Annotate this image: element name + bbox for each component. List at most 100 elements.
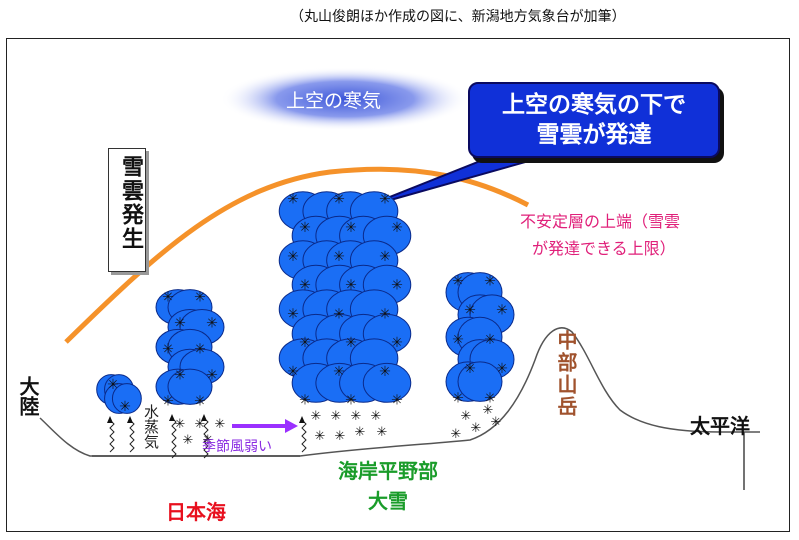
cloud-right: ✳✳✳✳✳✳✳✳✳✳ [445, 272, 515, 406]
snowflake-mark: ✳ [379, 249, 391, 265]
snowflake-mark: ✳ [175, 417, 186, 432]
cloud-large: ✳✳✳✳✳✳✳✳✳✳✳✳✳✳✳✳✳✳✳✳✳✳✳✳ [278, 191, 412, 409]
coastal-heavy-snow-label: 海岸平野部 大雪 [338, 456, 438, 516]
snowflake-mark: ✳ [355, 425, 366, 440]
coastal-plain-label: 海岸平野部 [338, 459, 438, 483]
vapor-arrowhead [169, 414, 175, 421]
snowflake-mark: ✳ [345, 335, 357, 351]
snow-generation-label: 雪雲発生 [118, 155, 143, 251]
snowflake-mark: ✳ [162, 290, 174, 306]
snowflake-mark: ✳ [299, 278, 311, 294]
vapor-arrowhead [201, 414, 207, 421]
snowflake-mark: ✳ [287, 364, 299, 380]
upper-cold-label: 上空の寒気 [286, 90, 382, 112]
snowflake-mark: ✳ [484, 332, 496, 348]
callout-box: 上空の寒気の下で 雪雲が発達 [468, 82, 720, 158]
snowflake-mark: ✳ [377, 425, 388, 440]
snowflake-mark: ✳ [194, 290, 206, 306]
snowflake-mark: ✳ [299, 335, 311, 351]
snowflake-mark: ✳ [333, 191, 345, 207]
snowflake-mark: ✳ [391, 393, 403, 409]
snowflake-mark: ✳ [345, 393, 357, 409]
snowflake-mark: ✳ [333, 364, 345, 380]
snowflake-mark: ✳ [311, 409, 322, 424]
vapor-squiggle [109, 419, 115, 453]
snowflake-mark: ✳ [335, 429, 346, 444]
vapor-squiggle [129, 419, 135, 453]
callout-line2: 雪雲が発達 [536, 122, 652, 148]
snowflake-mark: ✳ [287, 249, 299, 265]
vapor-arrowhead [299, 416, 305, 423]
monsoon-weak-label: 季節風弱い [202, 439, 272, 455]
snowflake-mark: ✳ [461, 409, 472, 424]
snowflake-mark: ✳ [464, 303, 476, 319]
snowflake-mark: ✳ [491, 415, 502, 430]
terrain-line [39, 327, 760, 457]
snowflake-mark: ✳ [379, 191, 391, 207]
continent-label: 大陸 [16, 376, 40, 416]
vapor-squiggle [171, 417, 177, 459]
snowflake-mark: ✳ [162, 394, 174, 410]
snowflake-mark: ✳ [162, 342, 174, 358]
snowflake-mark: ✳ [333, 306, 345, 322]
credit-note: （丸山俊朗ほか作成の図に、新潟地方気象台が加筆） [290, 9, 626, 25]
chubu-mountains-label: 中部山岳 [554, 330, 578, 418]
snowflake-mark: ✳ [194, 394, 206, 410]
vapor-arrowhead [127, 416, 133, 423]
snowflake-mark: ✳ [452, 332, 464, 348]
diagram-frame [6, 38, 790, 532]
snowflake-mark: ✳ [379, 306, 391, 322]
callout-line1: 上空の寒気の下で [502, 92, 686, 118]
vapor-squiggle [203, 417, 209, 459]
snowflake-mark: ✳ [194, 342, 206, 358]
cloud-small: ✳✳ [96, 374, 142, 415]
snowflake-mark: ✳ [452, 390, 464, 406]
snow-generation-box: 雪雲発生 [108, 148, 146, 272]
snowflake-mark: ✳ [287, 191, 299, 207]
snowflake-mark: ✳ [351, 409, 362, 424]
snowflake-mark: ✳ [451, 427, 462, 442]
snowflake-mark: ✳ [299, 393, 311, 409]
unstable-line1: 不安定層の上端（雪雲 [520, 212, 681, 231]
upper-cold-air [220, 67, 470, 131]
snowflake-mark: ✳ [333, 249, 345, 265]
heavy-snow-label: 大雪 [368, 489, 408, 513]
snowflake-mark: ✳ [371, 409, 382, 424]
snowflake-mark: ✳ [484, 390, 496, 406]
snowflake-mark: ✳ [391, 220, 403, 236]
snowflake-mark: ✳ [471, 421, 482, 436]
snowflake-mark: ✳ [379, 364, 391, 380]
water-vapor-label: 水蒸気 [142, 404, 160, 449]
snowflake-mark: ✳ [315, 429, 326, 444]
snowflake-mark: ✳ [119, 399, 131, 415]
snowflake-mark: ✳ [496, 303, 508, 319]
snowflake-mark: ✳ [203, 433, 214, 448]
snowflake-mark: ✳ [299, 220, 311, 236]
snowflake-mark: ✳ [107, 377, 119, 393]
snowflake-mark: ✳ [331, 409, 342, 424]
unstable-line2: が発達できる上限） [532, 239, 676, 258]
cloud-medium: ✳✳✳✳✳✳✳✳✳✳ [155, 289, 225, 410]
snowflake-mark: ✳ [483, 403, 494, 418]
snowflake-mark: ✳ [206, 368, 218, 384]
snowflake-mark: ✳ [345, 220, 357, 236]
snowflake-mark: ✳ [195, 417, 206, 432]
snowflake-mark: ✳ [452, 274, 464, 290]
snowflake-mark: ✳ [496, 361, 508, 377]
snowflake-mark: ✳ [174, 316, 186, 332]
snowfall: ✳✳✳✳✳✳✳✳✳✳✳✳✳✳✳✳✳✳ [107, 403, 502, 459]
vapor-arrowhead [107, 416, 113, 423]
sea-of-japan-label: 日本海 [166, 500, 226, 524]
monsoon-arrow [232, 419, 298, 433]
snowflake-mark: ✳ [484, 274, 496, 290]
snowflake-mark: ✳ [183, 433, 194, 448]
snowflake-mark: ✳ [215, 417, 226, 432]
snowflake-mark: ✳ [206, 316, 218, 332]
pacific-label: 太平洋 [690, 414, 750, 438]
vapor-squiggle [301, 419, 307, 453]
snowflake-mark: ✳ [345, 278, 357, 294]
snowflake-mark: ✳ [287, 306, 299, 322]
snowflake-mark: ✳ [391, 335, 403, 351]
snow-clouds: ✳✳✳✳✳✳✳✳✳✳✳✳✳✳✳✳✳✳✳✳✳✳✳✳✳✳✳✳✳✳✳✳✳✳✳✳✳✳✳✳… [96, 191, 515, 415]
